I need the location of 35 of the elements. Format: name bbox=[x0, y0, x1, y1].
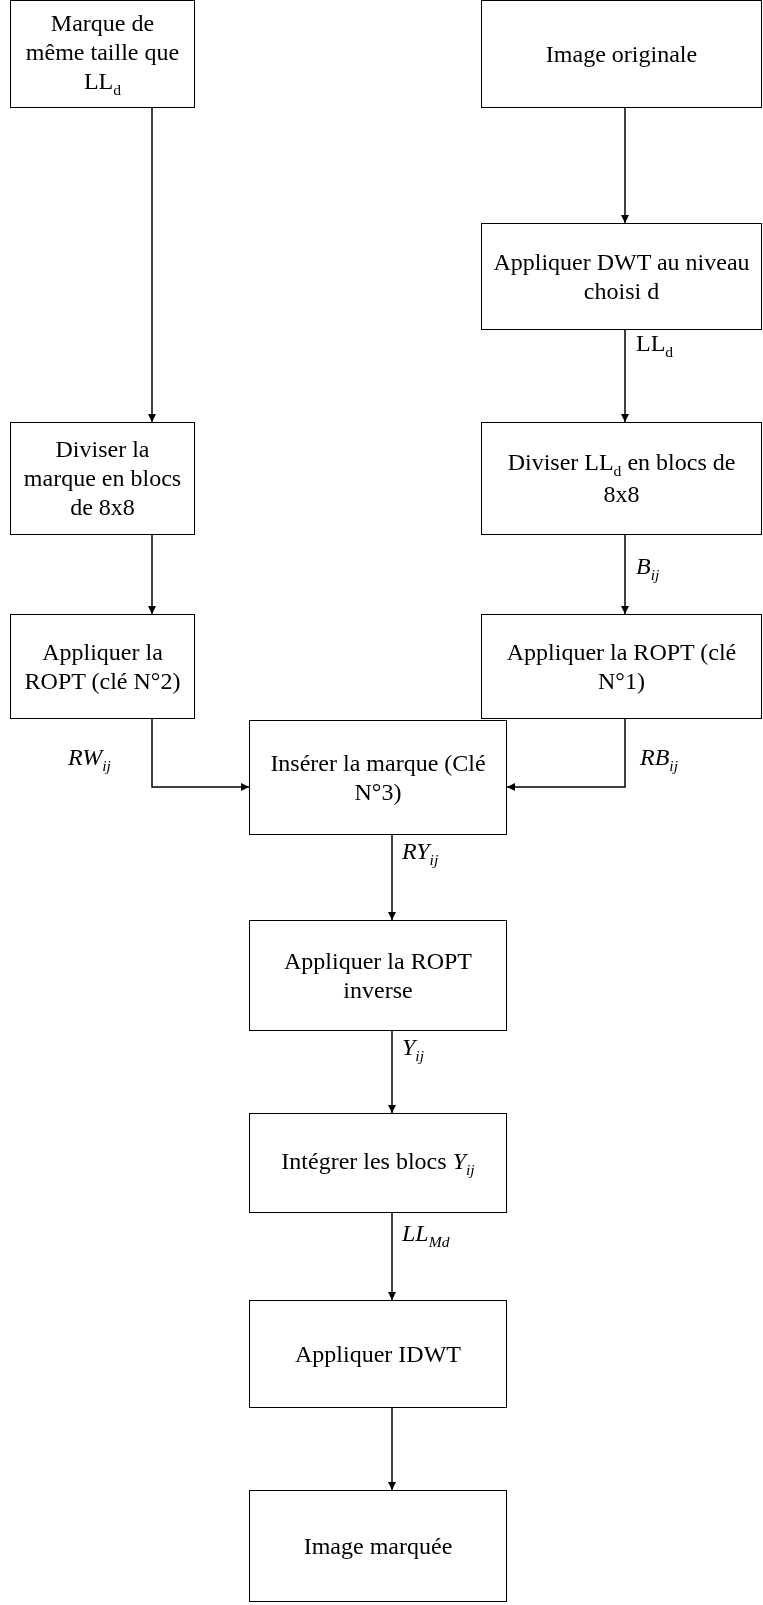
box-text: Appliquer la ROPT inverse bbox=[283, 946, 473, 1005]
box-text: Diviser LL$_{d}$ en blocs de 8x8 bbox=[506, 447, 737, 510]
process-box bbox=[481, 614, 762, 719]
arrow bbox=[388, 1212, 396, 1301]
box-text: Marque de même taille que LL$_{d}$ bbox=[24, 8, 181, 100]
box-text: Appliquer la ROPT (clé N°2) bbox=[23, 637, 182, 696]
process-box bbox=[481, 422, 762, 535]
arrow bbox=[388, 1407, 396, 1491]
process-box bbox=[249, 1300, 507, 1408]
process-box bbox=[249, 1113, 507, 1213]
arrow bbox=[506, 718, 626, 791]
arrow bbox=[621, 534, 629, 615]
arrow bbox=[148, 534, 156, 615]
process-box bbox=[10, 422, 195, 535]
box-text: Intégrer les blocs Y$_{ij}$ bbox=[281, 1146, 475, 1180]
arrow bbox=[621, 107, 629, 224]
arrow bbox=[388, 834, 396, 921]
process-box bbox=[481, 223, 762, 330]
arrow bbox=[148, 107, 156, 423]
process-box bbox=[481, 0, 762, 108]
box-text: Image originale bbox=[545, 39, 698, 69]
box-text: Insérer la marque (Clé N°3) bbox=[269, 748, 487, 807]
arrow bbox=[151, 718, 250, 791]
process-box bbox=[10, 0, 195, 108]
box-text: Appliquer DWT au niveau choisi d bbox=[492, 247, 751, 306]
box-text: Appliquer IDWT bbox=[295, 1339, 461, 1369]
process-box bbox=[10, 614, 195, 719]
process-box bbox=[249, 720, 507, 835]
process-box bbox=[249, 920, 507, 1031]
process-box bbox=[249, 1490, 507, 1602]
arrow bbox=[388, 1030, 396, 1114]
arrow bbox=[621, 329, 629, 423]
box-text: Image marquée bbox=[303, 1531, 453, 1561]
box-text: Appliquer la ROPT (clé N°1) bbox=[505, 637, 738, 696]
box-text: Diviser la marque en blocs de 8x8 bbox=[22, 435, 183, 522]
